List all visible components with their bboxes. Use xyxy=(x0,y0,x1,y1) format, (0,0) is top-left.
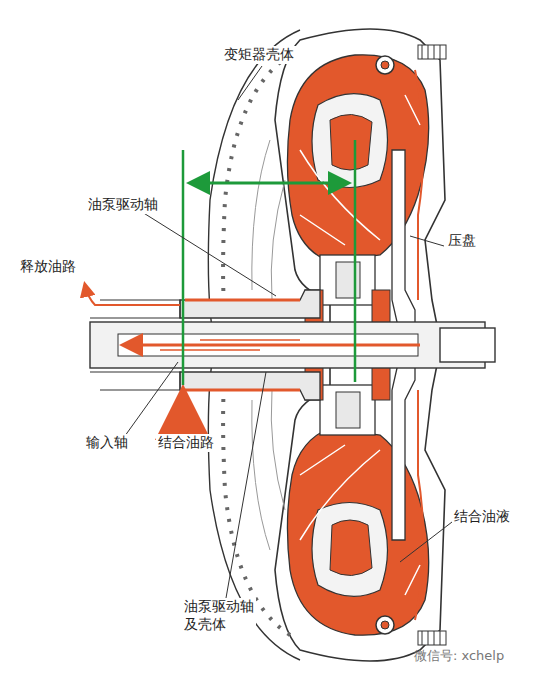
watermark: 微信号: xchelp xyxy=(412,648,506,664)
part-label: 结合油液 xyxy=(452,508,512,526)
part-label: 油泵驱动轴 xyxy=(86,196,160,214)
part-label: 变矩器壳体 xyxy=(222,46,296,64)
part-label: 压盘 xyxy=(446,232,478,250)
part-label: 释放油路 xyxy=(18,258,78,276)
part-label: 输入轴 xyxy=(84,434,130,452)
part-label: 油泵驱动轴及壳体 xyxy=(182,598,256,633)
part-label: 结合油路 xyxy=(156,434,216,452)
